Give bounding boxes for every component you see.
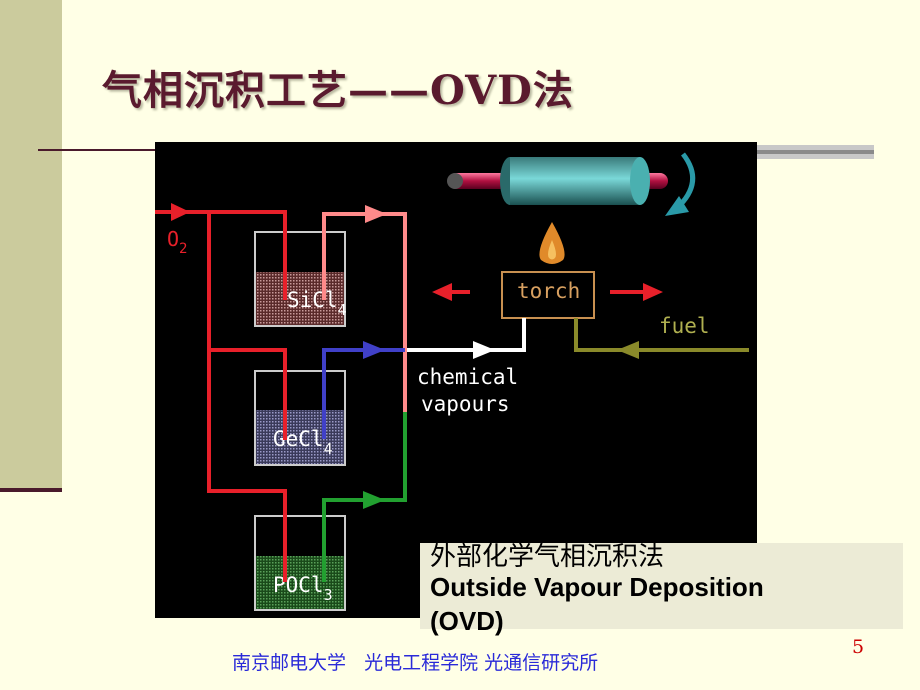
caption-chinese: 外部化学气相沉积法	[430, 542, 665, 572]
sicl4-output-line	[322, 205, 407, 500]
page-number: 5	[852, 636, 865, 658]
pocl3-label: POCl3	[273, 573, 333, 604]
fuel-label: fuel	[659, 314, 710, 338]
caption-english-line2: (OVD)	[430, 606, 504, 636]
torch-label: torch	[517, 279, 580, 303]
footer-institution: 南京邮电大学 光电工程学院 光通信研究所	[232, 652, 599, 674]
o2-supply-lines	[155, 203, 287, 582]
title-rule-right	[752, 145, 874, 159]
sicl4-label: SiCl4	[287, 288, 347, 319]
caption-english-line1: Outside Vapour Deposition	[430, 572, 764, 602]
left-decor-line	[0, 488, 62, 492]
vapour-line	[405, 318, 526, 359]
bath-sicl4	[254, 231, 346, 327]
caption-box: 外部化学气相沉积法 Outside Vapour Deposition (OVD…	[420, 542, 903, 636]
slide-title: 气相沉积工艺——OVD法	[102, 67, 574, 114]
pocl3-output-line	[322, 412, 407, 582]
o2-label: O2	[167, 227, 187, 257]
chemical-vapours-label-line1: chemical	[417, 365, 518, 389]
gecl4-label: GeCl4	[273, 427, 333, 458]
rotating-rod	[447, 157, 668, 205]
torch-motion-arrows	[432, 283, 663, 301]
torch-box	[501, 271, 595, 319]
title-rule-left	[38, 149, 158, 151]
left-decor-bar	[0, 0, 62, 490]
rotation-arrowhead	[665, 196, 689, 216]
bath-gecl4	[254, 370, 346, 466]
ovd-diagram-svg: torch fuel chemical vapours	[155, 152, 749, 611]
chemical-vapours-label-line2: vapours	[421, 392, 510, 416]
fuel-line	[574, 318, 749, 359]
bath-pocl3	[254, 515, 346, 611]
ovd-diagram: torch fuel chemical vapours	[155, 142, 757, 618]
gecl4-output-line	[322, 341, 405, 439]
